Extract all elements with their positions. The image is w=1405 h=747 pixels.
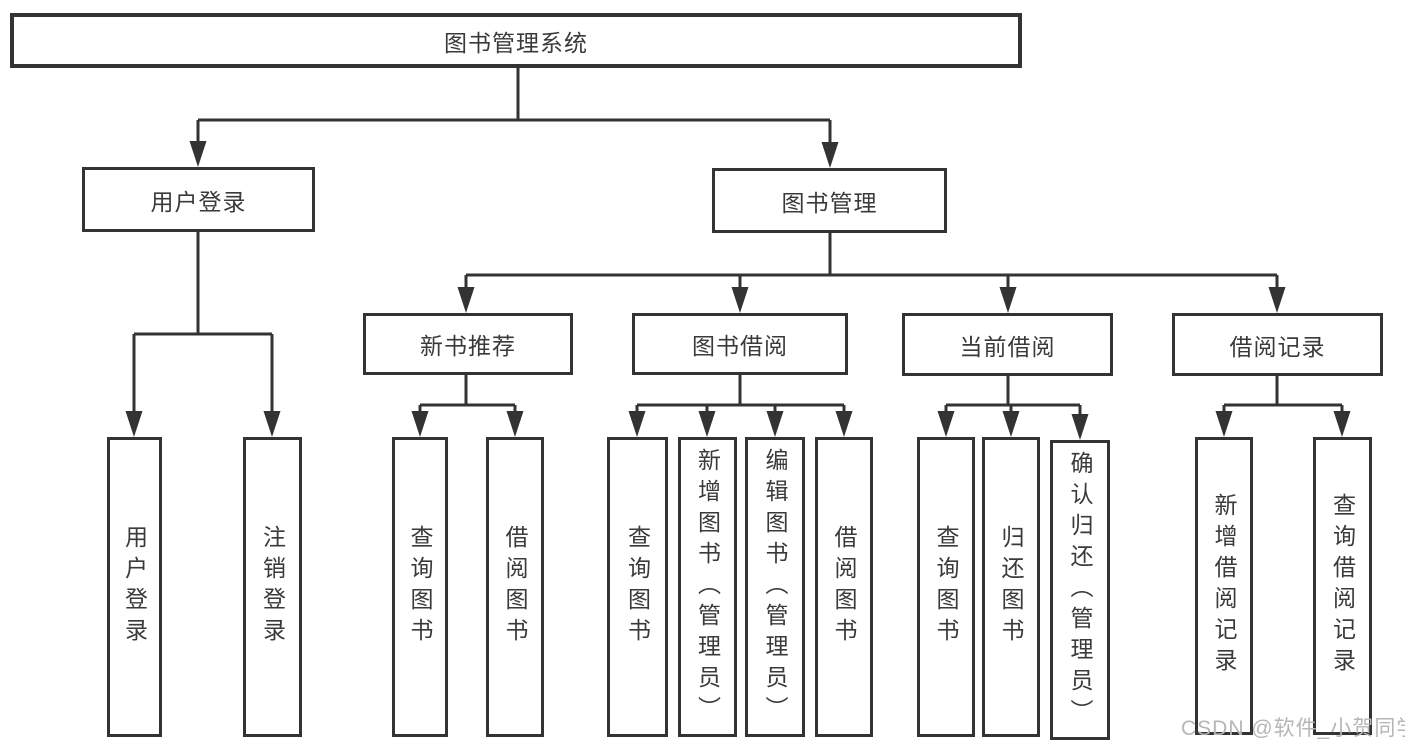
node-label: 查询图书 xyxy=(407,525,433,649)
leaf-query-books-3: 查询图书 xyxy=(917,437,975,737)
node-label: 当前借阅 xyxy=(959,333,1056,360)
node-label: 图书借阅 xyxy=(692,333,788,359)
node-label: 新书推荐 xyxy=(420,333,516,359)
leaf-user-login: 用户登录 xyxy=(107,437,162,737)
node-label: 查询图书 xyxy=(933,525,959,649)
node-new-book-recommend: 新书推荐 xyxy=(363,313,573,375)
node-borrow-records: 借阅记录 xyxy=(1172,313,1383,376)
node-label: 借阅图书 xyxy=(502,525,528,649)
node-library-management-system: 图书管理系统 xyxy=(10,13,1022,68)
node-label: 查询借阅记录 xyxy=(1329,493,1356,679)
node-book-borrow: 图书借阅 xyxy=(632,313,848,375)
leaf-confirm-return-admin: 确认归还（管理员） xyxy=(1050,440,1110,740)
leaf-edit-book-admin: 编辑图书（管理员） xyxy=(745,437,805,737)
node-label: 用户登录 xyxy=(150,188,247,215)
leaf-add-book-admin: 新增图书（管理员） xyxy=(678,437,737,737)
node-current-borrow: 当前借阅 xyxy=(902,313,1113,376)
node-label: 新增图书（管理员） xyxy=(694,447,721,727)
csdn-watermark: CSDN @软件_小贺同学 xyxy=(1181,717,1405,740)
node-book-management: 图书管理 xyxy=(712,168,947,233)
leaf-logout: 注销登录 xyxy=(243,437,302,737)
node-label: 借阅记录 xyxy=(1229,333,1326,360)
leaf-return-books: 归还图书 xyxy=(982,437,1040,737)
node-label: 图书管理系统 xyxy=(444,29,588,56)
node-label: 图书管理 xyxy=(781,189,878,216)
node-label: 归还图书 xyxy=(998,525,1024,649)
node-label: 编辑图书（管理员） xyxy=(762,447,788,727)
node-label: 新增借阅记录 xyxy=(1211,493,1237,679)
leaf-query-borrow-record: 查询借阅记录 xyxy=(1313,437,1372,735)
node-label: 注销登录 xyxy=(259,525,286,649)
node-user-login: 用户登录 xyxy=(82,167,315,232)
node-label: 查询图书 xyxy=(624,525,651,649)
node-label: 借阅图书 xyxy=(831,525,857,649)
node-label: 确认归还（管理员） xyxy=(1067,450,1093,730)
leaf-add-borrow-record: 新增借阅记录 xyxy=(1195,437,1253,735)
leaf-query-books-2: 查询图书 xyxy=(607,437,668,737)
leaf-borrow-books-1: 借阅图书 xyxy=(486,437,544,737)
leaf-borrow-books-2: 借阅图书 xyxy=(815,437,873,737)
node-label: 用户登录 xyxy=(121,525,148,649)
leaf-query-books-1: 查询图书 xyxy=(392,437,448,737)
